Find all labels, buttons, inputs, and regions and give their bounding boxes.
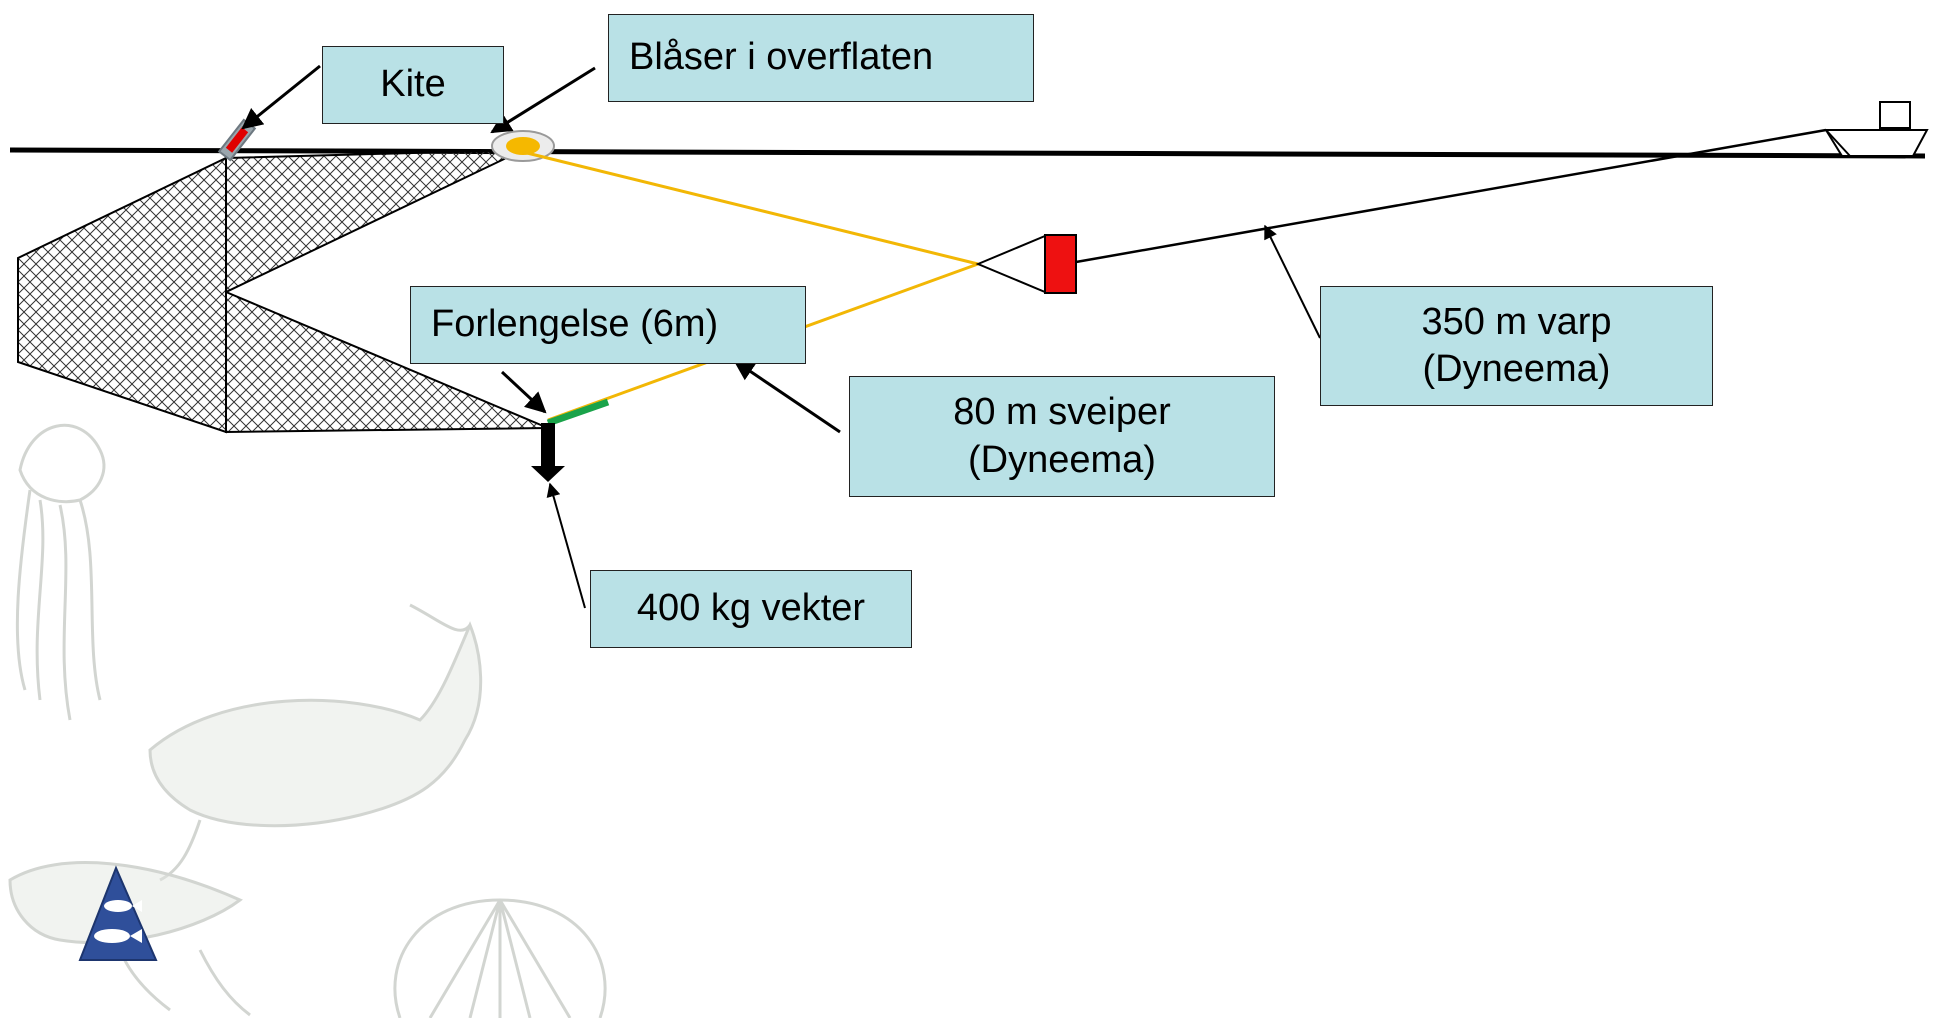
net-lower-wing	[225, 290, 549, 434]
sweep-pointer	[733, 359, 841, 434]
weight-label-text: 400 kg vekter	[636, 587, 866, 630]
kite-label: Kite	[322, 46, 504, 124]
kite-label-text: Kite	[380, 63, 446, 106]
sweep-label-line2: (Dyneema)	[968, 438, 1156, 481]
upper-sweep-line	[522, 150, 979, 266]
surface-float-icon	[491, 130, 555, 162]
trawl-door-icon	[975, 234, 1077, 294]
kite-icon	[217, 118, 257, 162]
weight-pointer	[546, 482, 586, 609]
warp-label-line2: (Dyneema)	[1422, 348, 1611, 390]
extension-label-text: Forlengelse (6m)	[431, 303, 719, 346]
trawl-net	[17, 149, 549, 434]
kite-pointer	[241, 64, 321, 130]
extension-segment	[546, 398, 610, 427]
blower-pointer	[490, 66, 596, 134]
net-upper-wing	[225, 149, 524, 294]
weight-icon	[531, 423, 565, 482]
warp-label-line1: 350 m varp	[1421, 300, 1612, 343]
trawler-icon	[1824, 101, 1929, 157]
jellyfish-watermark	[15, 423, 106, 721]
extension-label: Forlengelse (6m)	[410, 286, 806, 364]
blower-label-text: Blåser i overflaten	[629, 36, 934, 79]
warp-line	[1075, 128, 1827, 264]
extension-pointer	[500, 370, 547, 414]
warp-label: 350 m varp (Dyneema)	[1320, 286, 1713, 406]
sweep-label: 80 m sveiper (Dyneema)	[849, 376, 1275, 497]
net-codend	[17, 156, 227, 434]
blower-label: Blåser i overflaten	[608, 14, 1034, 102]
sweep-label-line1: 80 m sveiper	[953, 391, 1171, 433]
warp-pointer	[1264, 224, 1321, 339]
sea-surface-line	[9, 147, 1926, 159]
whale-watermark	[148, 603, 483, 882]
scallop-watermark	[393, 898, 607, 1018]
weight-label: 400 kg vekter	[590, 570, 912, 648]
institute-logo-icon	[78, 865, 158, 961]
